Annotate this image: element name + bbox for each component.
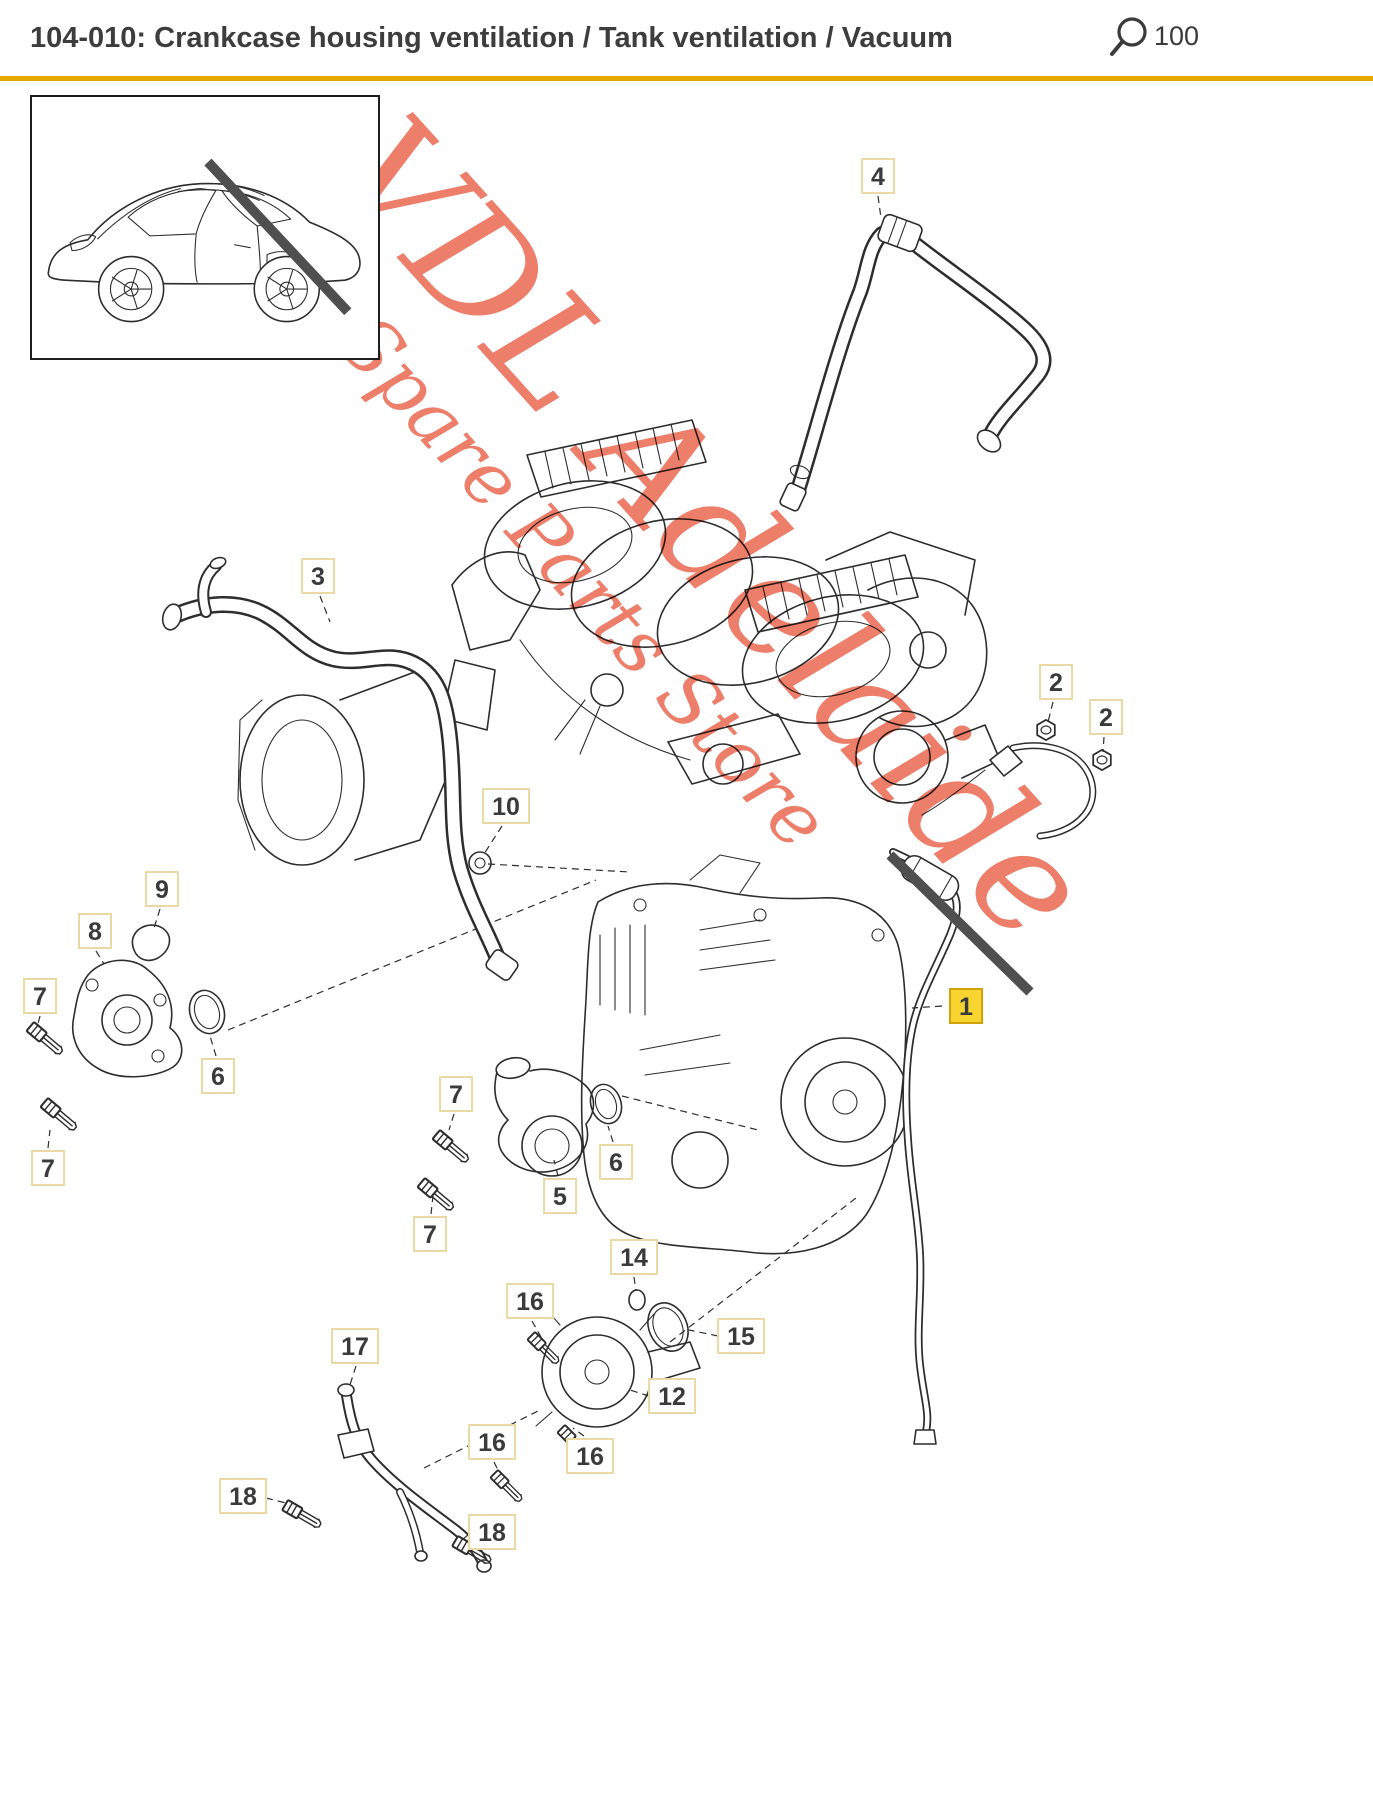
- vent-housing-part-5: [494, 1056, 595, 1177]
- part-callout-12[interactable]: 12: [648, 1378, 696, 1414]
- zoom-control[interactable]: 100: [1108, 12, 1199, 60]
- housing-part-8: [72, 959, 183, 1078]
- intake-manifold: [441, 419, 1001, 804]
- part-callout-7[interactable]: 7: [23, 978, 57, 1014]
- part-callout-2[interactable]: 2: [1089, 699, 1123, 735]
- part-callout-16[interactable]: 16: [566, 1438, 614, 1474]
- part-callout-6[interactable]: 6: [599, 1144, 633, 1180]
- part-callout-10[interactable]: 10: [482, 788, 530, 824]
- part-callout-17[interactable]: 17: [331, 1328, 379, 1364]
- part-callout-4[interactable]: 4: [861, 158, 895, 194]
- car-side-view: [47, 158, 361, 323]
- part-callout-8[interactable]: 8: [78, 913, 112, 949]
- view-indicator-line: [204, 158, 352, 316]
- page-header: 104-010: Crankcase housing ventilation /…: [0, 0, 1373, 82]
- o-ring-part-14: [628, 1289, 646, 1311]
- magnifier-icon[interactable]: [1108, 12, 1152, 60]
- o-ring-part-15: [647, 1302, 689, 1352]
- grommet-part-10: [468, 851, 492, 875]
- engine-block: [580, 854, 910, 1255]
- part-callout-3[interactable]: 3: [301, 558, 335, 594]
- part-callout-15[interactable]: 15: [717, 1318, 765, 1354]
- o-ring-part-6: [188, 989, 623, 1125]
- vehicle-thumbnail: [30, 95, 380, 360]
- leader-lines: [37, 195, 1105, 1541]
- part-callout-14[interactable]: 14: [610, 1239, 658, 1275]
- part-callout-16[interactable]: 16: [506, 1283, 554, 1319]
- part-callout-16[interactable]: 16: [468, 1424, 516, 1460]
- bracket-pipe-part-2: [921, 719, 1112, 840]
- vacuum-line-part-1: [889, 848, 961, 1445]
- part-callout-9[interactable]: 9: [145, 871, 179, 907]
- gearbox-left: [237, 669, 451, 866]
- part-callout-6[interactable]: 6: [201, 1058, 235, 1094]
- zoom-level: 100: [1154, 20, 1200, 51]
- part-callout-7[interactable]: 7: [439, 1076, 473, 1112]
- breather-hose-part-3: [161, 556, 519, 981]
- header-divider: [0, 76, 1373, 81]
- part-callout-18[interactable]: 18: [468, 1514, 516, 1550]
- part-callout-1[interactable]: 1: [949, 988, 983, 1024]
- part-callout-18[interactable]: 18: [219, 1478, 267, 1514]
- seal-part-9: [131, 924, 171, 962]
- part-callout-7[interactable]: 7: [31, 1150, 65, 1186]
- part-callout-7[interactable]: 7: [413, 1216, 447, 1252]
- vent-hose-part-4: [779, 213, 1052, 512]
- part-callout-5[interactable]: 5: [543, 1178, 577, 1214]
- part-callout-2[interactable]: 2: [1039, 664, 1073, 700]
- page-title: 104-010: Crankcase housing ventilation /…: [30, 22, 953, 54]
- selection-pointer-line: [886, 851, 1034, 996]
